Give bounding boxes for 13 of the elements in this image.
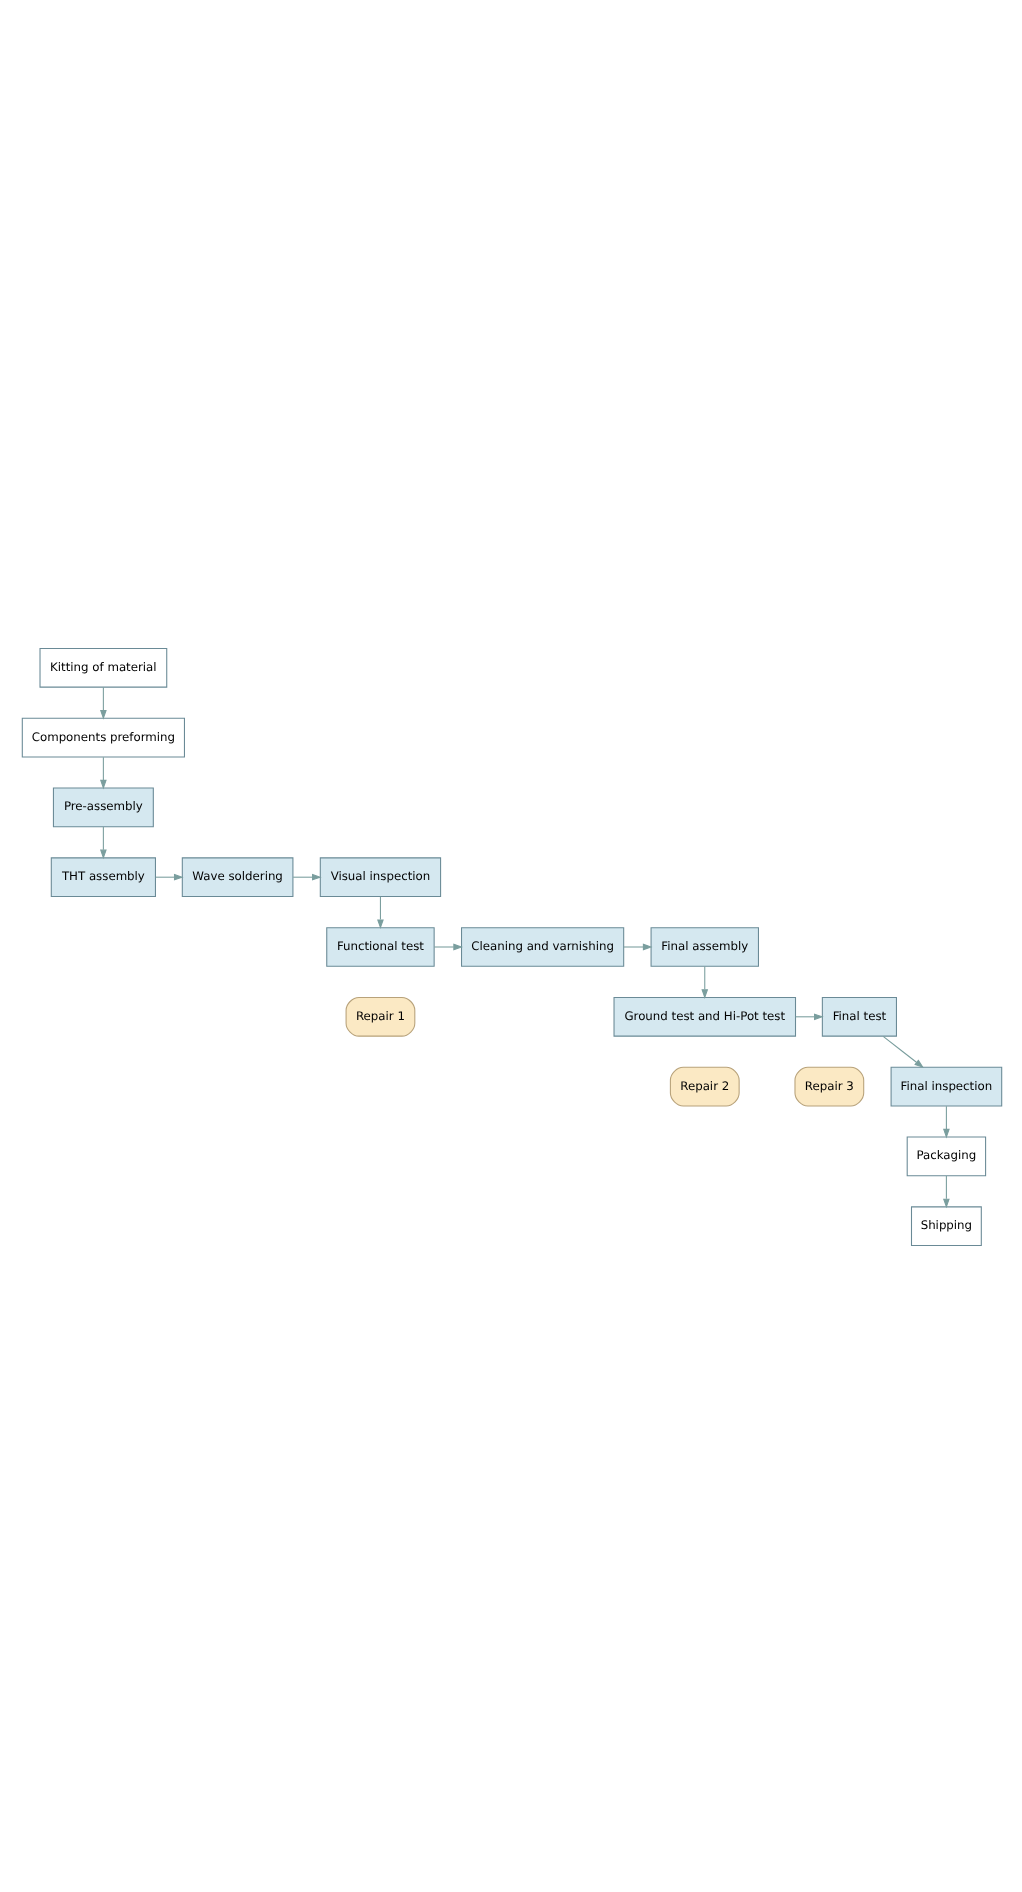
arrow xyxy=(622,942,652,950)
arrow xyxy=(942,1174,949,1208)
arrow xyxy=(99,825,106,859)
arrow xyxy=(291,872,321,880)
arrow xyxy=(99,755,106,789)
arrow xyxy=(432,942,462,950)
arrow xyxy=(794,1012,823,1020)
arrow xyxy=(942,1104,949,1138)
arrow xyxy=(700,965,708,998)
arrow xyxy=(881,1034,923,1068)
arrow xyxy=(376,895,383,929)
arrow xyxy=(154,872,183,880)
arrow xyxy=(99,685,106,719)
